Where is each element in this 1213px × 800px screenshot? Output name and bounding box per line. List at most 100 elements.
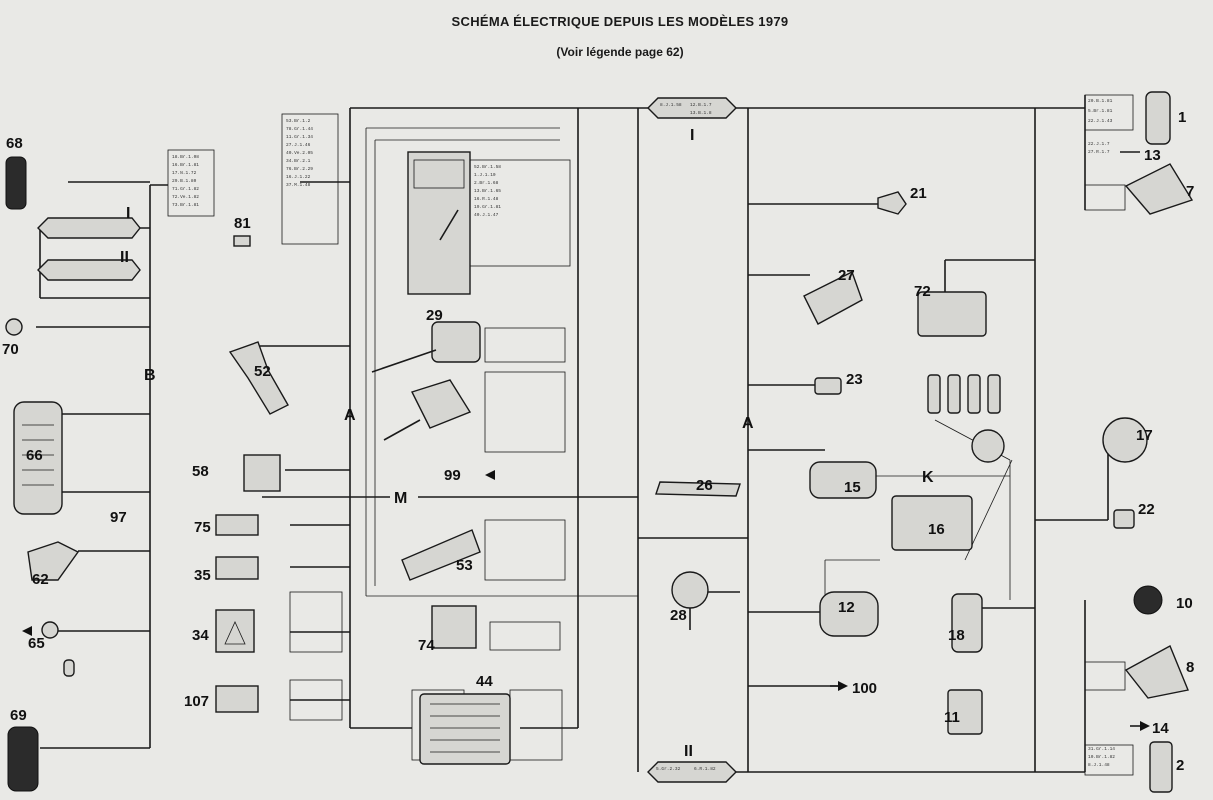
- bus-I-top: I: [690, 127, 694, 144]
- svg-text:22.J.1.43: 22.J.1.43: [1088, 118, 1113, 124]
- label-99: 99: [444, 467, 461, 484]
- svg-text:13.Br.1.65: 13.Br.1.65: [474, 188, 501, 194]
- svg-text:40.Ve.2.05: 40.Ve.2.05: [286, 150, 313, 156]
- lamp-1: [1145, 91, 1171, 145]
- horn-10: [1133, 585, 1163, 615]
- label-16: 16: [928, 521, 945, 538]
- switch-II: [37, 259, 141, 281]
- svg-text:53.Br.1.2: 53.Br.1.2: [286, 118, 311, 124]
- svg-text:5.Gr.2.32: 5.Gr.2.32: [656, 766, 681, 772]
- unit-72: [917, 291, 987, 337]
- label-69: 69: [10, 707, 27, 724]
- connector-I: [647, 97, 737, 119]
- bus-labels: A A B M K I II I II: [120, 127, 934, 760]
- label-35: 35: [194, 567, 211, 584]
- label-7: 7: [1186, 183, 1194, 200]
- svg-text:27.R.1.7: 27.R.1.7: [1088, 149, 1110, 155]
- svg-text:13.B.1.8: 13.B.1.8: [690, 110, 712, 116]
- diagram-subtitle: (Voir légende page 62): [556, 45, 684, 59]
- switch-I-label: I: [126, 205, 130, 222]
- label-18: 18: [948, 627, 965, 644]
- label-53: 53: [456, 557, 473, 574]
- label-27: 27: [838, 267, 855, 284]
- svg-text:2.Br.1.68: 2.Br.1.68: [474, 180, 499, 186]
- svg-text:16.J.1.22: 16.J.1.22: [286, 174, 311, 180]
- unit-27: [803, 271, 863, 325]
- label-15: 15: [844, 479, 861, 496]
- label-62: 62: [32, 571, 49, 588]
- lamp-2: [1149, 741, 1173, 793]
- label-68: 68: [6, 135, 23, 152]
- title-block: SCHÉMA ÉLECTRIQUE DEPUIS LES MODÈLES 197…: [0, 14, 1213, 59]
- svg-text:8.J.1.48: 8.J.1.48: [1088, 762, 1110, 768]
- sensor-21: [877, 191, 907, 215]
- panel-66: [13, 401, 63, 515]
- sensor-65: [41, 621, 59, 639]
- label-26: 26: [696, 477, 713, 494]
- regulator-11: [947, 689, 983, 735]
- svg-text:73.Br.1.81: 73.Br.1.81: [172, 202, 199, 208]
- label-107: 107: [184, 693, 209, 710]
- bus-B: B: [144, 367, 156, 384]
- label-44: 44: [476, 673, 493, 690]
- connector-II: [647, 761, 737, 783]
- svg-text:17.N.1.72: 17.N.1.72: [172, 170, 197, 176]
- motor-28: [671, 571, 709, 609]
- bus-M: M: [394, 490, 407, 507]
- svg-text:27.J.1.46: 27.J.1.46: [286, 142, 311, 148]
- starter-15: [809, 461, 877, 499]
- svg-text:52.Br.1.58: 52.Br.1.58: [474, 164, 501, 170]
- svg-text:16.Br.1.81: 16.Br.1.81: [172, 162, 199, 168]
- label-70: 70: [2, 341, 19, 358]
- label-23: 23: [846, 371, 863, 388]
- switch-I: [37, 217, 141, 239]
- label-13: 13: [1144, 147, 1161, 164]
- svg-text:8.J.1.58: 8.J.1.58: [660, 102, 682, 108]
- switch-58: [243, 454, 281, 492]
- battery-16: [891, 495, 973, 551]
- label-81: 81: [234, 215, 251, 232]
- label-8: 8: [1186, 659, 1194, 676]
- svg-text:10.Br.1.82: 10.Br.1.82: [1088, 754, 1115, 760]
- label-21: 21: [910, 185, 927, 202]
- label-58: 58: [192, 463, 209, 480]
- switch-lights: [411, 379, 472, 429]
- label-100: 100: [852, 680, 877, 697]
- label-29: 29: [426, 307, 443, 324]
- lamp-7: [1124, 163, 1194, 215]
- components: [5, 91, 1194, 793]
- svg-text:5.Br.1.81: 5.Br.1.81: [1088, 108, 1113, 114]
- svg-text:11.Gr.1.34: 11.Gr.1.34: [286, 134, 313, 140]
- relay-74: [431, 605, 477, 649]
- label-22: 22: [1138, 501, 1155, 518]
- label-17: 17: [1136, 427, 1153, 444]
- label-66: 66: [26, 447, 43, 464]
- bus-A-left: A: [344, 407, 356, 424]
- label-97: 97: [110, 509, 127, 526]
- svg-text:72.Ve.1.82: 72.Ve.1.82: [172, 194, 199, 200]
- svg-text:6.R.1.82: 6.R.1.82: [694, 766, 716, 772]
- unit-26: [655, 481, 741, 497]
- label-1: 1: [1178, 109, 1186, 126]
- svg-text:71.Gr.1.82: 71.Gr.1.82: [172, 186, 199, 192]
- lamp-69: [7, 726, 39, 792]
- label-28: 28: [670, 607, 687, 624]
- svg-text:76.Br.2.29: 76.Br.2.29: [286, 166, 313, 172]
- distributor: [971, 429, 1005, 463]
- label-11: 11: [944, 709, 960, 726]
- pedal-52: [228, 341, 289, 415]
- switch-81: [233, 235, 251, 247]
- svg-text:78.Gr.1.44: 78.Gr.1.44: [286, 126, 313, 132]
- label-12: 12: [838, 599, 855, 616]
- label-52: 52: [254, 363, 271, 380]
- lamp-8: [1124, 645, 1189, 699]
- svg-text:18.Br.1.08: 18.Br.1.08: [172, 154, 199, 160]
- svg-text:16.R.1.48: 16.R.1.48: [474, 196, 499, 202]
- label-65: 65: [28, 635, 45, 652]
- svg-text:29.B.1.80: 29.B.1.80: [172, 178, 197, 184]
- svg-text:37.M.1.48: 37.M.1.48: [286, 182, 311, 188]
- bus-II-bottom: II: [684, 743, 693, 760]
- svg-text:12.B.1.7: 12.B.1.7: [690, 102, 712, 108]
- sensor-22: [1113, 509, 1135, 529]
